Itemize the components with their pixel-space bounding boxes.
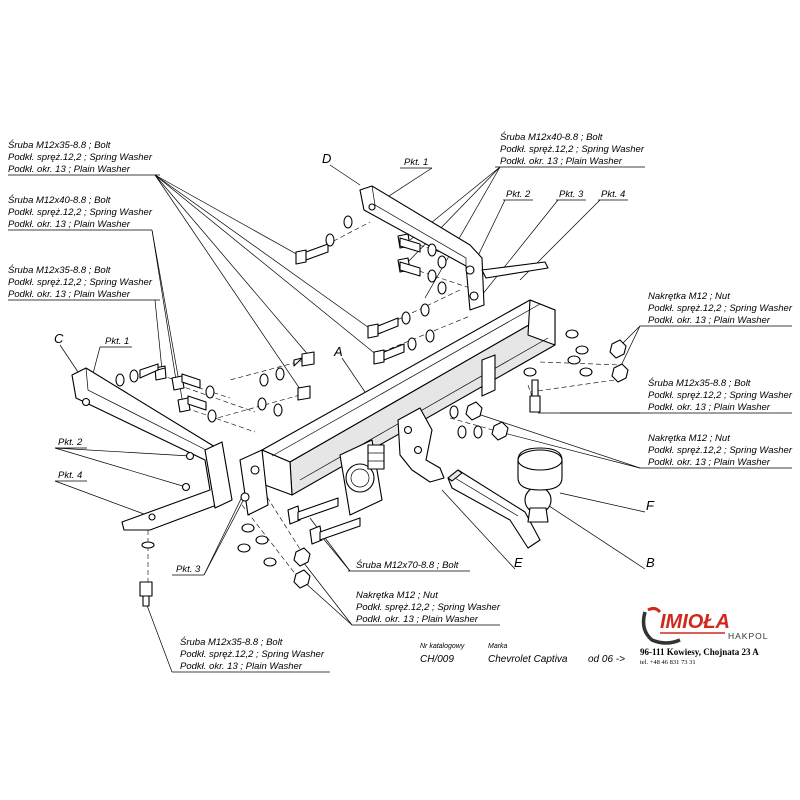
- bolt-icon: [177, 395, 207, 413]
- callout-bolt-m12x40-left: Śruba M12x40-8.8 ; Bolt Podkł. spręż.12,…: [8, 194, 153, 231]
- socket-plate: [339, 439, 385, 516]
- callout-line: Podkł. spręż.12,2 ; Spring Washer: [356, 602, 501, 613]
- pkt1-left-label: Pkt. 1: [105, 336, 129, 347]
- pkt3-bottom-label: Pkt. 3: [176, 564, 201, 575]
- bolt-icon: [293, 351, 315, 367]
- mounting-plate-left: [204, 441, 269, 516]
- ball-cover-f: [517, 447, 563, 491]
- brand-address: 96-111 Kowiesy, Chojnata 23 A: [640, 647, 759, 657]
- bolt-icon: [373, 343, 405, 365]
- logo-swoosh-accent-icon: [647, 606, 662, 614]
- callout-bolt-m12x35-left: Śruba M12x35-8.8 ; Bolt Podkł. spręż.12,…: [8, 264, 160, 301]
- pkt2-left-label: Pkt. 2: [58, 437, 83, 448]
- callout-line: Podkł. okr. 13 ; Plain Washer: [180, 661, 303, 672]
- callout-line: Podkł. spręż.12,2 ; Spring Washer: [180, 649, 325, 660]
- make-label: Marka: [488, 643, 508, 650]
- bolt-icon: [529, 379, 541, 413]
- title-block: Nr katalogowy CH/009 Marka Chevrolet Cap…: [420, 643, 625, 665]
- catalog-number-value: CH/009: [420, 654, 454, 665]
- brand-name: IMIOŁA: [660, 611, 730, 633]
- logo-swoosh-icon: [641, 611, 681, 645]
- callout-line: Podkł. okr. 13 ; Plain Washer: [648, 457, 771, 468]
- letter-d: D: [322, 151, 331, 166]
- callout-line: Podkł. okr. 13 ; Plain Washer: [648, 402, 771, 413]
- year-range-value: od 06 ->: [588, 654, 625, 665]
- make-value: Chevrolet Captiva: [488, 654, 568, 665]
- letter-b: B: [646, 555, 655, 570]
- bolt-icon: [397, 257, 421, 277]
- bolt-icon: [295, 243, 329, 265]
- imiola-logo: IMIOŁA HAKPOL 96-111 Kowiesy, Chojnata 2…: [640, 606, 769, 666]
- callout-line: Śruba M12x40-8.8 ; Bolt: [500, 131, 603, 143]
- callout-line: Podkł. spręż.12,2 ; Spring Washer: [648, 445, 793, 456]
- callout-line: Nakrętka M12 ; Nut: [648, 433, 730, 444]
- bolt-icon: [367, 317, 399, 339]
- callout-line: Podkł. spręż.12,2 ; Spring Washer: [648, 303, 793, 314]
- callout-line: Podkł. spręż.12,2 ; Spring Washer: [8, 277, 153, 288]
- callout-line: Śruba M12x35-8.8 ; Bolt: [180, 636, 283, 648]
- bolt-icon: [309, 517, 361, 545]
- callout-bolt-m12x35-bottom: Śruba M12x35-8.8 ; Bolt Podkł. spręż.12,…: [172, 636, 330, 673]
- pkt1-top-label: Pkt. 1: [404, 157, 428, 168]
- callout-bolt-m12x70: Śruba M12x70-8.8 ; Bolt: [348, 559, 470, 572]
- callout-line: Podkł. spręż.12,2 ; Spring Washer: [500, 144, 645, 155]
- callout-line: Podkł. okr. 13 ; Plain Washer: [8, 164, 131, 175]
- letter-a: A: [333, 344, 343, 359]
- callout-line: Podkł. spręż.12,2 ; Spring Washer: [8, 207, 153, 218]
- hitch-bracket: [397, 407, 445, 483]
- callout-line: Podkł. spręż.12,2 ; Spring Washer: [648, 390, 793, 401]
- washer-icon: [115, 215, 593, 567]
- callout-line: Śruba M12x70-8.8 ; Bolt: [356, 559, 459, 571]
- bolt-icon: [397, 233, 421, 253]
- fasteners: [115, 215, 629, 607]
- nut-icon: [293, 339, 629, 589]
- brand-sub: HAKPOL: [728, 631, 769, 641]
- letter-f: F: [646, 498, 655, 513]
- bolt-icon: [287, 497, 339, 525]
- callout-line: Śruba M12x35-8.8 ; Bolt: [648, 377, 751, 389]
- tow-ball-arm-e: [447, 469, 552, 549]
- callout-nut-right-top: Nakrętka M12 ; Nut Podkł. spręż.12,2 ; S…: [640, 291, 793, 327]
- callout-line: Nakrętka M12 ; Nut: [648, 291, 730, 302]
- pkt4-left-label: Pkt. 4: [58, 470, 82, 481]
- callout-line: Nakrętka M12 ; Nut: [356, 590, 438, 601]
- callout-line: Podkł. okr. 13 ; Plain Washer: [356, 614, 479, 625]
- brand-phone: tel. +48 46 831 73 31: [640, 659, 696, 666]
- callout-line: Podkł. okr. 13 ; Plain Washer: [8, 219, 131, 230]
- bolt-icon: [297, 385, 311, 401]
- pkt4-top-label: Pkt. 4: [601, 189, 625, 200]
- callout-bolt-m12x35-top-left: Śruba M12x35-8.8 ; Bolt Podkł. spręż.12,…: [8, 139, 160, 176]
- bolt-icon: [139, 581, 153, 607]
- callout-line: Śruba M12x40-8.8 ; Bolt: [8, 194, 111, 206]
- callout-line: Podkł. okr. 13 ; Plain Washer: [8, 289, 131, 300]
- bracket-c: [71, 367, 231, 531]
- callout-line: Śruba M12x35-8.8 ; Bolt: [8, 264, 111, 276]
- callout-line: Podkł. okr. 13 ; Plain Washer: [500, 156, 623, 167]
- callout-nut-bottom: Nakrętka M12 ; Nut Podkł. spręż.12,2 ; S…: [352, 590, 501, 626]
- pkt2-top-label: Pkt. 2: [506, 189, 531, 200]
- catalog-number-label: Nr katalogowy: [420, 643, 465, 650]
- bracket-d: [359, 185, 549, 311]
- callout-line: Podkł. okr. 13 ; Plain Washer: [648, 315, 771, 326]
- callout-bolt-m12x35-right: Śruba M12x35-8.8 ; Bolt Podkł. spręż.12,…: [560, 377, 793, 414]
- callout-bolt-m12x40-top: Śruba M12x40-8.8 ; Bolt Podkł. spręż.12,…: [495, 131, 645, 168]
- bolt-icon: [171, 373, 201, 391]
- bolt-icon: [139, 363, 167, 381]
- letter-e: E: [514, 555, 523, 570]
- callout-line: Podkł. spręż.12,2 ; Spring Washer: [8, 152, 153, 163]
- callout-nut-right-bottom: Nakrętka M12 ; Nut Podkł. spręż.12,2 ; S…: [640, 433, 793, 469]
- callout-line: Śruba M12x35-8.8 ; Bolt: [8, 139, 111, 151]
- letter-c: C: [54, 331, 64, 346]
- pkt3-top-label: Pkt. 3: [559, 189, 584, 200]
